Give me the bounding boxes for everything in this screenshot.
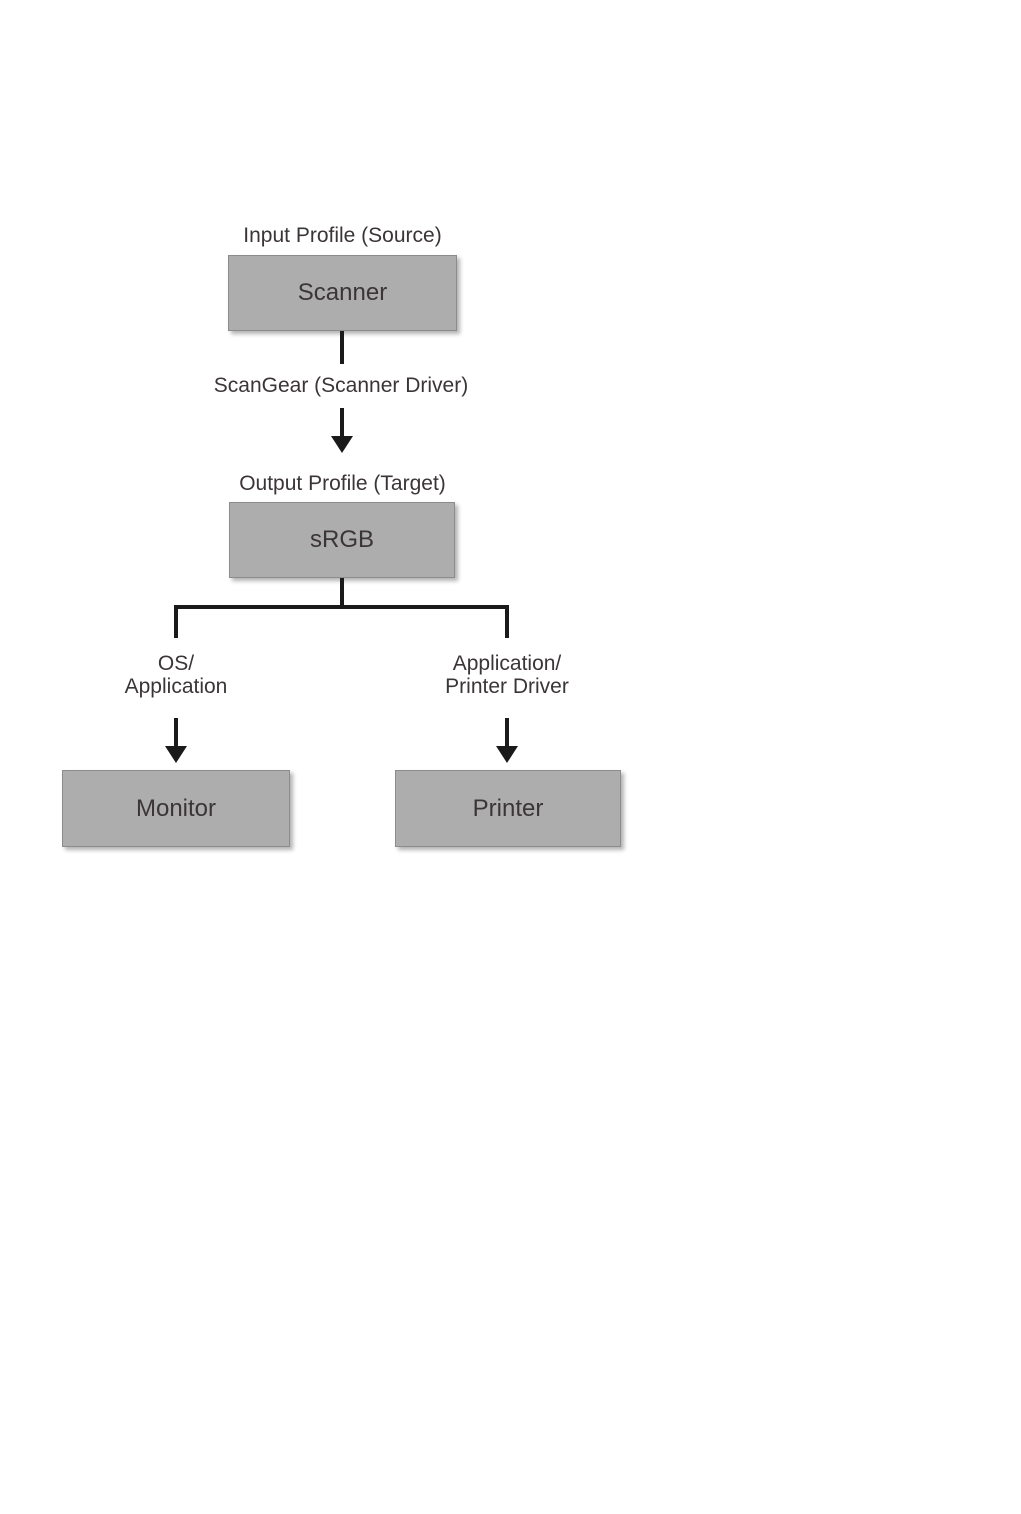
arrow-scangear-to-output (330, 408, 354, 453)
connector-branch-left-stub (174, 605, 178, 638)
connector-scanner-to-scangear (340, 331, 344, 364)
printer-node: Printer (395, 770, 621, 847)
arrow-head-icon (496, 746, 518, 763)
monitor-node: Monitor (62, 770, 290, 847)
connector-branch-right-stub (505, 605, 509, 638)
arrow-to-printer (495, 718, 519, 763)
scanner-node-label: Scanner (297, 279, 388, 306)
arrow-head-icon (165, 746, 187, 763)
arrow-shaft (505, 718, 509, 746)
arrow-shaft (174, 718, 178, 746)
connector-srgb-stem (340, 578, 344, 609)
scangear-label: ScanGear (Scanner Driver) (213, 374, 469, 397)
os-application-label: OS/ Application (124, 652, 228, 698)
srgb-node: sRGB (229, 502, 455, 578)
printer-node-label: Printer (472, 794, 544, 822)
monitor-node-label: Monitor (135, 794, 217, 822)
arrow-head-icon (331, 436, 353, 453)
srgb-node-label: sRGB (309, 526, 374, 553)
input-profile-label: Input Profile (Source) (243, 224, 442, 247)
arrow-to-monitor (164, 718, 188, 763)
output-profile-label: Output Profile (Target) (239, 472, 446, 495)
scanner-node: Scanner (228, 255, 457, 331)
application-printer-driver-label: Application/ Printer Driver (445, 652, 569, 698)
connector-branch-horizontal (174, 605, 509, 609)
arrow-shaft (340, 408, 344, 436)
